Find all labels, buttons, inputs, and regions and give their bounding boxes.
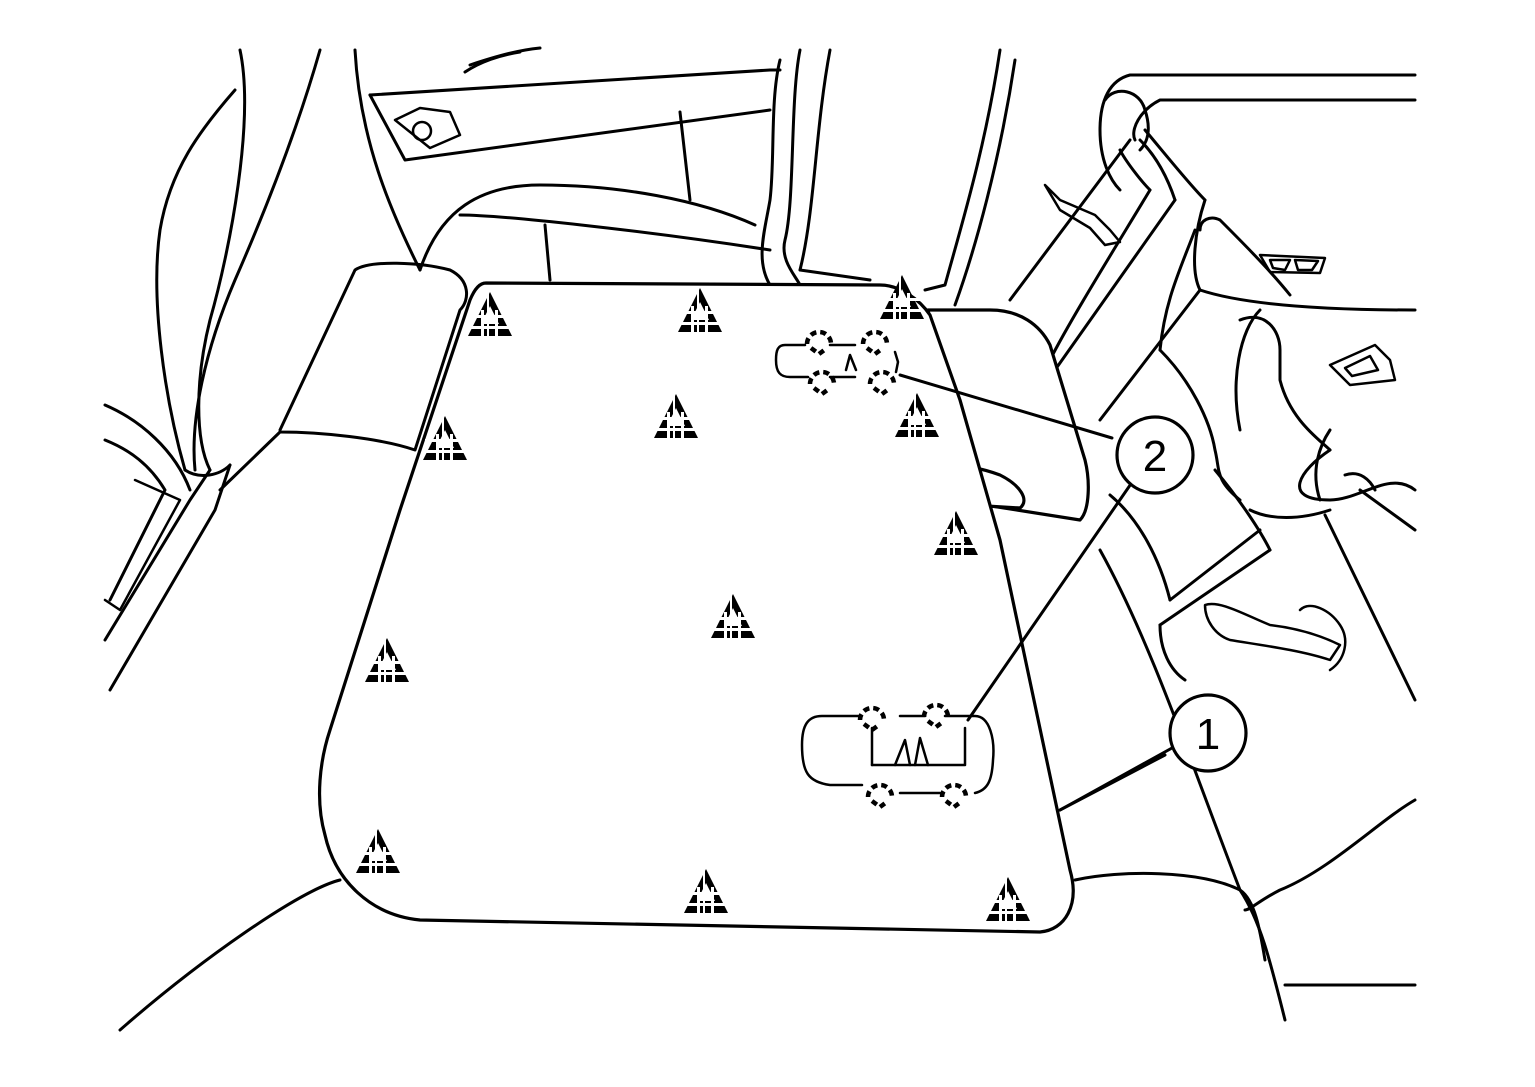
triangle-clip-icon	[880, 275, 924, 321]
luggage-floor-board	[317, 281, 1075, 934]
rear-seat-back	[353, 46, 1017, 307]
callout-2-label: 2	[1143, 432, 1167, 481]
hook-fastener-group-upper	[774, 332, 900, 394]
left-seat-outline	[103, 48, 322, 692]
hook-fastener-group-lower	[800, 705, 995, 807]
left-wheelhouse	[118, 261, 469, 1032]
tie-down-anchor	[393, 106, 462, 150]
callout-1-label: 1	[1196, 710, 1220, 759]
leader-lines	[898, 373, 1174, 812]
callout-2: 2	[1115, 415, 1195, 495]
right-side-trim	[1008, 73, 1417, 1022]
callout-1: 1	[1168, 693, 1248, 773]
